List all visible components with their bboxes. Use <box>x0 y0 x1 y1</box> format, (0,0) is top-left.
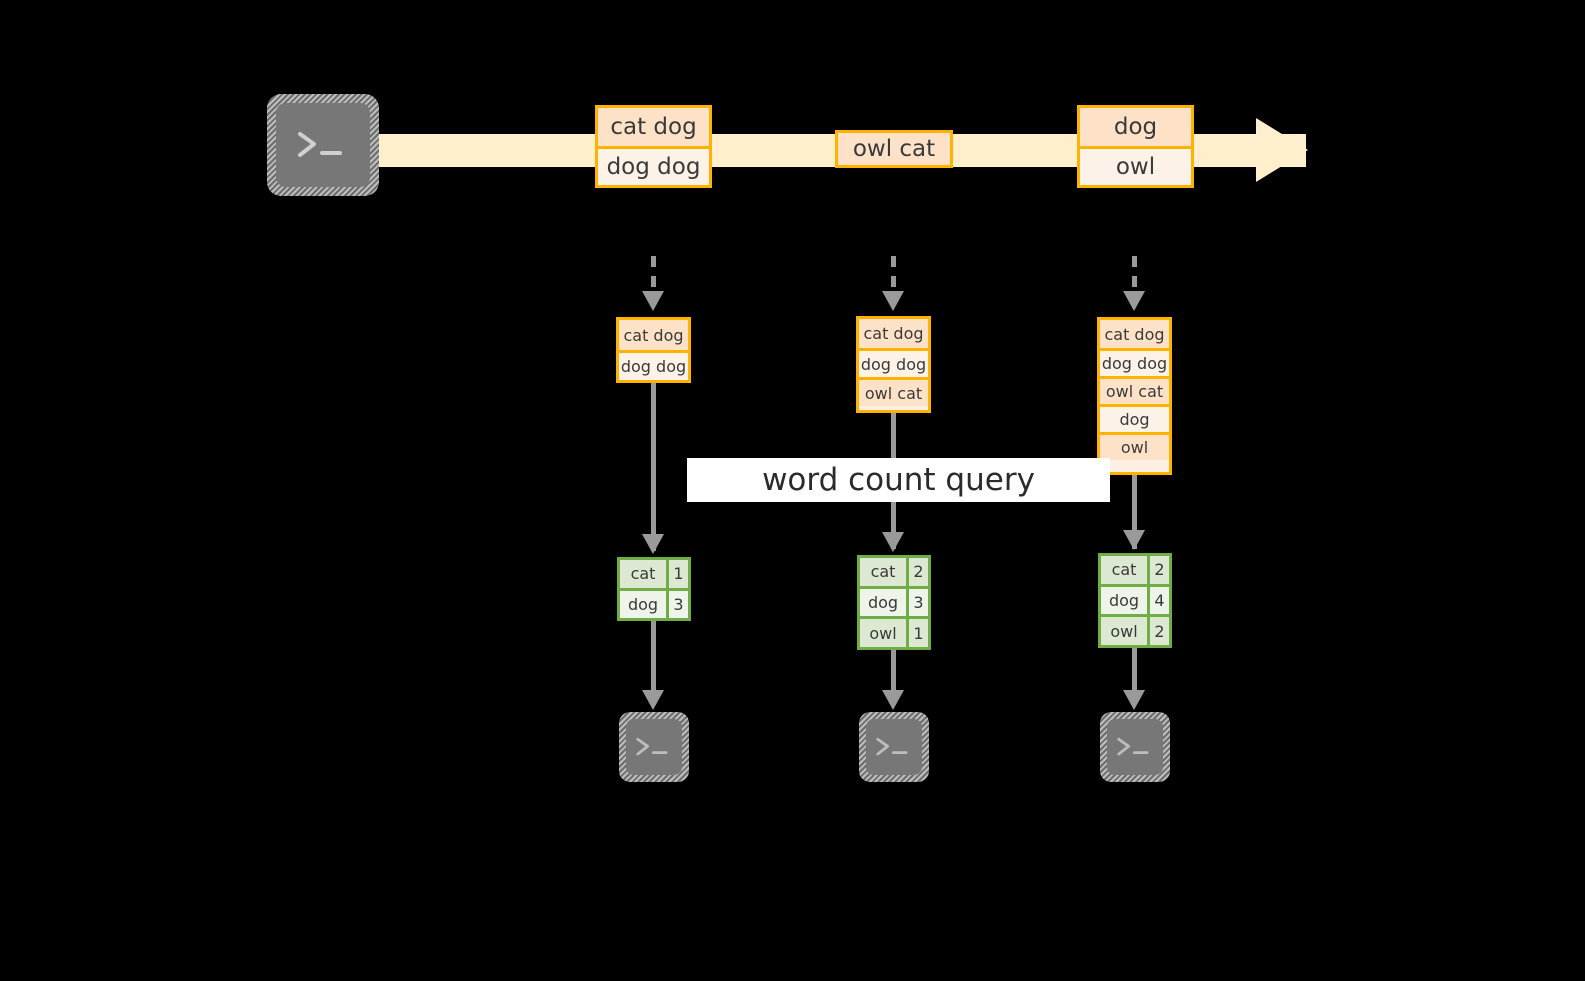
result-table-3-row-1: cat 2 <box>1101 556 1169 584</box>
output-connector-3 <box>1132 648 1137 692</box>
consumer-terminal-icon-2[interactable] <box>859 712 929 782</box>
accumulated-box-2[interactable]: cat dog dog dog owl cat <box>856 316 931 413</box>
stream-arrowhead-icon <box>1256 118 1308 182</box>
output-connector-1 <box>651 621 656 691</box>
result-table-2-row-3: owl 1 <box>860 616 928 648</box>
accumulated-box-3-row-4: dog <box>1100 404 1169 432</box>
result-table-2[interactable]: cat 2 dog 3 owl 1 <box>857 555 931 650</box>
stream-batch-2-line-1: owl cat <box>838 133 950 165</box>
stream-batch-1[interactable]: cat dog dog dog <box>595 105 712 188</box>
terminal-prompt-icon <box>298 132 342 157</box>
result-table-1-row-1-count: 1 <box>666 560 688 588</box>
accumulated-box-2-row-2: dog dog <box>859 348 928 377</box>
terminal-screen <box>276 103 370 187</box>
query-arrowhead-2-icon <box>882 532 904 552</box>
result-table-3-row-1-count: 2 <box>1147 556 1169 584</box>
query-arrowhead-1-icon <box>642 534 664 554</box>
stream-batch-1-line-2: dog dog <box>598 146 709 185</box>
result-table-2-row-1: cat 2 <box>860 558 928 586</box>
consumer-terminal-icon-3[interactable] <box>1100 712 1170 782</box>
result-table-3[interactable]: cat 2 dog 4 owl 2 <box>1098 553 1172 648</box>
accumulated-box-3[interactable]: cat dog dog dog owl cat dog owl <box>1097 317 1172 475</box>
terminal-prompt-icon <box>876 737 908 756</box>
result-table-2-row-2: dog 3 <box>860 585 928 617</box>
query-label: word count query <box>687 458 1110 502</box>
result-table-3-row-3-word: owl <box>1101 617 1147 646</box>
query-connector-3 <box>1132 475 1137 549</box>
terminal-screen <box>626 719 682 775</box>
terminal-screen <box>1107 719 1163 775</box>
result-table-2-row-1-count: 2 <box>906 558 928 586</box>
query-arrowhead-3-icon <box>1123 530 1145 550</box>
result-table-1[interactable]: cat 1 dog 3 <box>617 557 691 621</box>
stream-batch-3[interactable]: dog owl <box>1077 105 1194 188</box>
result-table-3-row-2-word: dog <box>1101 586 1147 615</box>
result-table-1-row-1-word: cat <box>620 560 666 588</box>
query-label-text: word count query <box>762 462 1035 498</box>
feed-arrowhead-2-icon <box>882 291 904 311</box>
feed-connector-2 <box>891 256 896 296</box>
result-table-3-row-1-word: cat <box>1101 556 1147 584</box>
accumulated-box-3-row-2: dog dog <box>1100 348 1169 376</box>
feed-connector-1 <box>651 256 656 296</box>
result-table-2-row-3-count: 1 <box>906 619 928 648</box>
output-connector-2 <box>891 650 896 692</box>
accumulated-box-2-row-3: owl cat <box>859 377 928 406</box>
result-table-1-row-2-word: dog <box>620 590 666 618</box>
terminal-prompt-icon <box>636 737 668 756</box>
result-table-1-row-2: dog 3 <box>620 587 688 618</box>
terminal-screen <box>866 719 922 775</box>
result-table-2-row-3-word: owl <box>860 619 906 648</box>
feed-arrowhead-3-icon <box>1123 291 1145 311</box>
result-table-2-row-2-word: dog <box>860 588 906 617</box>
result-table-3-row-3: owl 2 <box>1101 614 1169 646</box>
output-arrowhead-2-icon <box>882 690 904 710</box>
accumulated-box-3-row-1: cat dog <box>1100 320 1169 348</box>
accumulated-box-2-row-1: cat dog <box>859 319 928 348</box>
consumer-terminal-icon-1[interactable] <box>619 712 689 782</box>
output-arrowhead-3-icon <box>1123 690 1145 710</box>
result-table-3-row-3-count: 2 <box>1147 617 1169 646</box>
accumulated-box-3-row-5: owl <box>1100 432 1169 460</box>
accumulated-box-1[interactable]: cat dog dog dog <box>616 317 691 383</box>
result-table-2-row-2-count: 3 <box>906 588 928 617</box>
result-table-1-row-2-count: 3 <box>666 590 688 618</box>
feed-arrowhead-1-icon <box>642 291 664 311</box>
stream-batch-2[interactable]: owl cat <box>835 130 953 168</box>
output-arrowhead-1-icon <box>642 690 664 710</box>
terminal-prompt-icon <box>1117 737 1149 756</box>
accumulated-box-3-row-3: owl cat <box>1100 376 1169 404</box>
stream-batch-1-line-1: cat dog <box>598 108 709 146</box>
producer-terminal-icon[interactable] <box>267 94 379 196</box>
result-table-3-row-2-count: 4 <box>1147 586 1169 615</box>
stream-batch-3-line-1: dog <box>1080 108 1191 146</box>
result-table-1-row-1: cat 1 <box>620 560 688 588</box>
result-table-3-row-2: dog 4 <box>1101 583 1169 615</box>
result-table-2-row-1-word: cat <box>860 558 906 586</box>
accumulated-box-1-row-2: dog dog <box>619 350 688 380</box>
stream-batch-3-line-2: owl <box>1080 146 1191 185</box>
feed-connector-3 <box>1132 256 1137 296</box>
accumulated-box-1-row-1: cat dog <box>619 320 688 350</box>
query-connector-1 <box>651 383 656 551</box>
